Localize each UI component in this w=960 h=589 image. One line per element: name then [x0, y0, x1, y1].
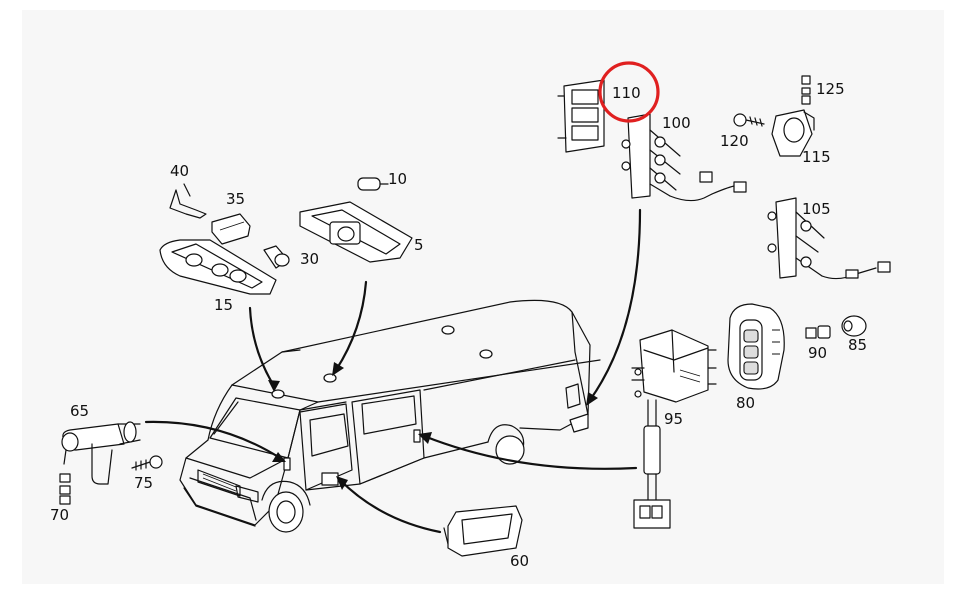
callout-35: 35: [226, 190, 245, 208]
part-115-lamp-holder: [771, 109, 815, 157]
callout-125: 125: [816, 80, 845, 98]
part-95-harness: [631, 329, 717, 529]
callout-100: 100: [662, 114, 691, 132]
part-15-lamp-housing: [159, 239, 277, 295]
part-110-switch-panel: [557, 79, 605, 153]
callout-115: 115: [802, 148, 831, 166]
callout-60: 60: [510, 552, 529, 570]
callout-15: 15: [214, 296, 233, 314]
part-40-terminal: [169, 183, 207, 219]
diagram-background: [22, 10, 944, 584]
callout-labels: 110 100 125 120 115 105 10 40 35 30 5 15…: [50, 80, 867, 570]
callout-40: 40: [170, 162, 189, 180]
part-85-bulb: [841, 315, 867, 337]
part-75-screw: [131, 455, 163, 471]
part-70-clip: [59, 473, 71, 505]
highlight-circle: [598, 61, 660, 123]
part-120-screw: [733, 113, 765, 127]
callout-65: 65: [70, 402, 89, 420]
part-35-connector: [211, 213, 251, 245]
callout-95: 95: [664, 410, 683, 428]
callout-80: 80: [736, 394, 755, 412]
part-60-lamp: [443, 505, 523, 557]
callout-105: 105: [802, 200, 831, 218]
van-illustration: [179, 299, 601, 533]
part-105-connector: [767, 197, 891, 280]
part-30-bulb: [263, 245, 290, 269]
callout-110: 110: [612, 84, 641, 102]
callout-70: 70: [50, 506, 69, 524]
callout-85: 85: [848, 336, 867, 354]
part-65-lamp-rod: [61, 421, 141, 485]
callout-75: 75: [134, 474, 153, 492]
part-90-bulb: [805, 325, 831, 339]
part-125-clip: [801, 75, 811, 105]
part-100-connector: [621, 113, 747, 202]
callout-90: 90: [808, 344, 827, 362]
part-5-lamp: [299, 201, 413, 263]
callout-30: 30: [300, 250, 319, 268]
part-10-bulb: [357, 177, 389, 191]
part-80-lamp: [727, 303, 785, 390]
callout-10: 10: [388, 170, 407, 188]
callout-5: 5: [414, 236, 424, 254]
pointer-arrows: [144, 208, 642, 534]
callout-120: 120: [720, 132, 749, 150]
